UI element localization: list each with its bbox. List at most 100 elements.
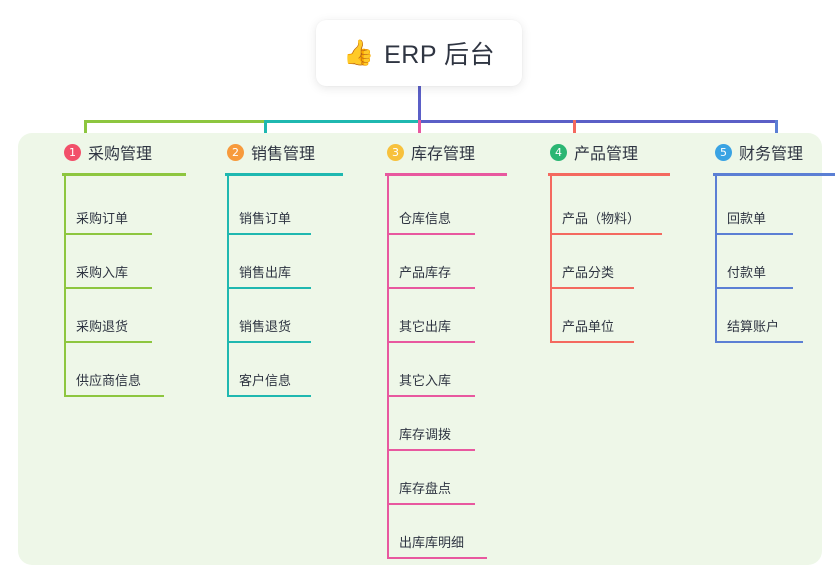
leaf-item-label: 回款单: [727, 211, 767, 226]
leaf-item[interactable]: 销售出库: [227, 235, 311, 289]
leaf-item-label: 产品库存: [399, 265, 452, 280]
leaf-item[interactable]: 付款单: [715, 235, 793, 289]
column-title-2: 销售管理: [251, 146, 316, 163]
root-stem-connector: [418, 86, 421, 122]
leaf-item-rule: [387, 557, 487, 559]
column-badge-3: 3: [387, 143, 404, 161]
bus-segment-middle: [264, 120, 422, 123]
column-title-1: 采购管理: [88, 146, 153, 163]
column-3: 3 库存管理仓库信息产品库存其它出库其它入库库存调拨库存盘点出库库明细: [363, 133, 523, 559]
leaf-item-rule: [227, 233, 311, 235]
leaf-item[interactable]: 出库库明细: [387, 505, 487, 559]
leaf-item-rule: [387, 395, 475, 397]
leaf-item-label: 采购订单: [76, 211, 129, 226]
bus-segment-left: [84, 120, 266, 123]
leaf-item[interactable]: 产品库存: [387, 235, 475, 289]
leaf-item-label: 销售出库: [239, 265, 292, 280]
column-badge-1: 1: [64, 143, 81, 161]
column-header-5[interactable]: 5 财务管理: [691, 133, 839, 171]
column-header-rule-3: [385, 173, 507, 176]
leaf-item-label: 其它出库: [399, 319, 452, 334]
leaf-item-label: 客户信息: [239, 373, 292, 388]
leaf-item[interactable]: 库存调拨: [387, 397, 475, 451]
leaf-item-label: 产品（物料）: [562, 211, 641, 226]
leaf-item-rule: [387, 287, 475, 289]
column-spine-4: [550, 176, 552, 343]
root-node-card[interactable]: 👍 ERP 后台: [316, 20, 522, 86]
leaf-item[interactable]: 结算账户: [715, 289, 803, 343]
column-header-3[interactable]: 3 库存管理: [363, 133, 523, 171]
column-header-rule-5: [713, 173, 835, 176]
leaf-item-label: 采购入库: [76, 265, 129, 280]
leaf-item[interactable]: 销售订单: [227, 181, 311, 235]
column-badge-5: 5: [715, 143, 732, 161]
leaf-item[interactable]: 其它入库: [387, 343, 475, 397]
leaf-item[interactable]: 其它出库: [387, 289, 475, 343]
leaf-item-label: 付款单: [727, 265, 767, 280]
leaf-item-rule: [715, 341, 803, 343]
leaf-item-label: 销售退货: [239, 319, 292, 334]
leaf-item-label: 仓库信息: [399, 211, 452, 226]
leaf-item[interactable]: 采购退货: [64, 289, 152, 343]
leaf-item[interactable]: 仓库信息: [387, 181, 475, 235]
leaf-item[interactable]: 采购订单: [64, 181, 152, 235]
leaf-item[interactable]: 客户信息: [227, 343, 311, 397]
leaf-item-label: 出库库明细: [399, 535, 465, 550]
column-header-1[interactable]: 1 采购管理: [40, 133, 190, 171]
leaf-item[interactable]: 回款单: [715, 181, 793, 235]
column-4: 4 产品管理产品（物料） 产品分类产品单位: [526, 133, 686, 343]
column-badge-2: 2: [227, 143, 244, 161]
leaf-item-rule: [387, 233, 475, 235]
leaf-item-rule: [387, 503, 475, 505]
column-header-2[interactable]: 2 销售管理: [203, 133, 353, 171]
column-spine-5: [715, 176, 717, 343]
leaf-item[interactable]: 采购入库: [64, 235, 152, 289]
column-header-rule-2: [225, 173, 343, 176]
leaf-item-label: 库存调拨: [399, 427, 452, 442]
bus-segment-right: [418, 120, 778, 123]
column-title-4: 产品管理: [574, 146, 639, 163]
leaf-item-label: 其它入库: [399, 373, 452, 388]
column-badge-4: 4: [550, 143, 567, 161]
column-header-rule-1: [62, 173, 186, 176]
column-spine-1: [64, 176, 66, 397]
leaf-item-rule: [550, 287, 634, 289]
thumbs-up-icon: 👍: [342, 38, 375, 67]
leaf-item-rule: [387, 341, 475, 343]
column-1: 1 采购管理采购订单采购入库采购退货供应商信息: [40, 133, 190, 397]
leaf-item-rule: [64, 287, 152, 289]
column-header-rule-4: [548, 173, 670, 176]
leaf-item[interactable]: 供应商信息: [64, 343, 164, 397]
leaf-item-rule: [387, 449, 475, 451]
column-title-3: 库存管理: [411, 146, 476, 163]
leaf-item-rule: [64, 395, 164, 397]
column-2: 2 销售管理销售订单销售出库销售退货客户信息: [203, 133, 353, 397]
leaf-item[interactable]: 库存盘点: [387, 451, 475, 505]
column-spine-2: [227, 176, 229, 397]
leaf-item-rule: [227, 287, 311, 289]
leaf-item-rule: [227, 341, 311, 343]
leaf-item-rule: [550, 233, 662, 235]
leaf-item[interactable]: 销售退货: [227, 289, 311, 343]
column-5: 5 财务管理回款单付款单结算账户: [691, 133, 839, 343]
root-title: ERP 后台: [384, 41, 496, 69]
leaf-item-rule: [64, 341, 152, 343]
leaf-item-label: 供应商信息: [76, 373, 142, 388]
leaf-item-rule: [550, 341, 634, 343]
leaf-item-label: 采购退货: [76, 319, 129, 334]
leaf-item[interactable]: 产品单位: [550, 289, 634, 343]
leaf-item-rule: [715, 287, 793, 289]
leaf-item-rule: [64, 233, 152, 235]
leaf-item-label: 库存盘点: [399, 481, 452, 496]
column-spine-3: [387, 176, 389, 559]
leaf-item-rule: [715, 233, 793, 235]
leaf-item-label: 结算账户: [727, 319, 780, 334]
mindmap-panel: 1 采购管理采购订单采购入库采购退货供应商信息 2 销售管理销售订单销售出库销售退货客…: [18, 133, 835, 565]
column-title-5: 财务管理: [739, 146, 804, 163]
leaf-item-rule: [227, 395, 311, 397]
leaf-item[interactable]: 产品分类: [550, 235, 634, 289]
column-header-4[interactable]: 4 产品管理: [526, 133, 686, 171]
leaf-item-label: 销售订单: [239, 211, 292, 226]
leaf-item-label: 产品分类: [562, 265, 615, 280]
leaf-item[interactable]: 产品（物料）: [550, 181, 662, 235]
